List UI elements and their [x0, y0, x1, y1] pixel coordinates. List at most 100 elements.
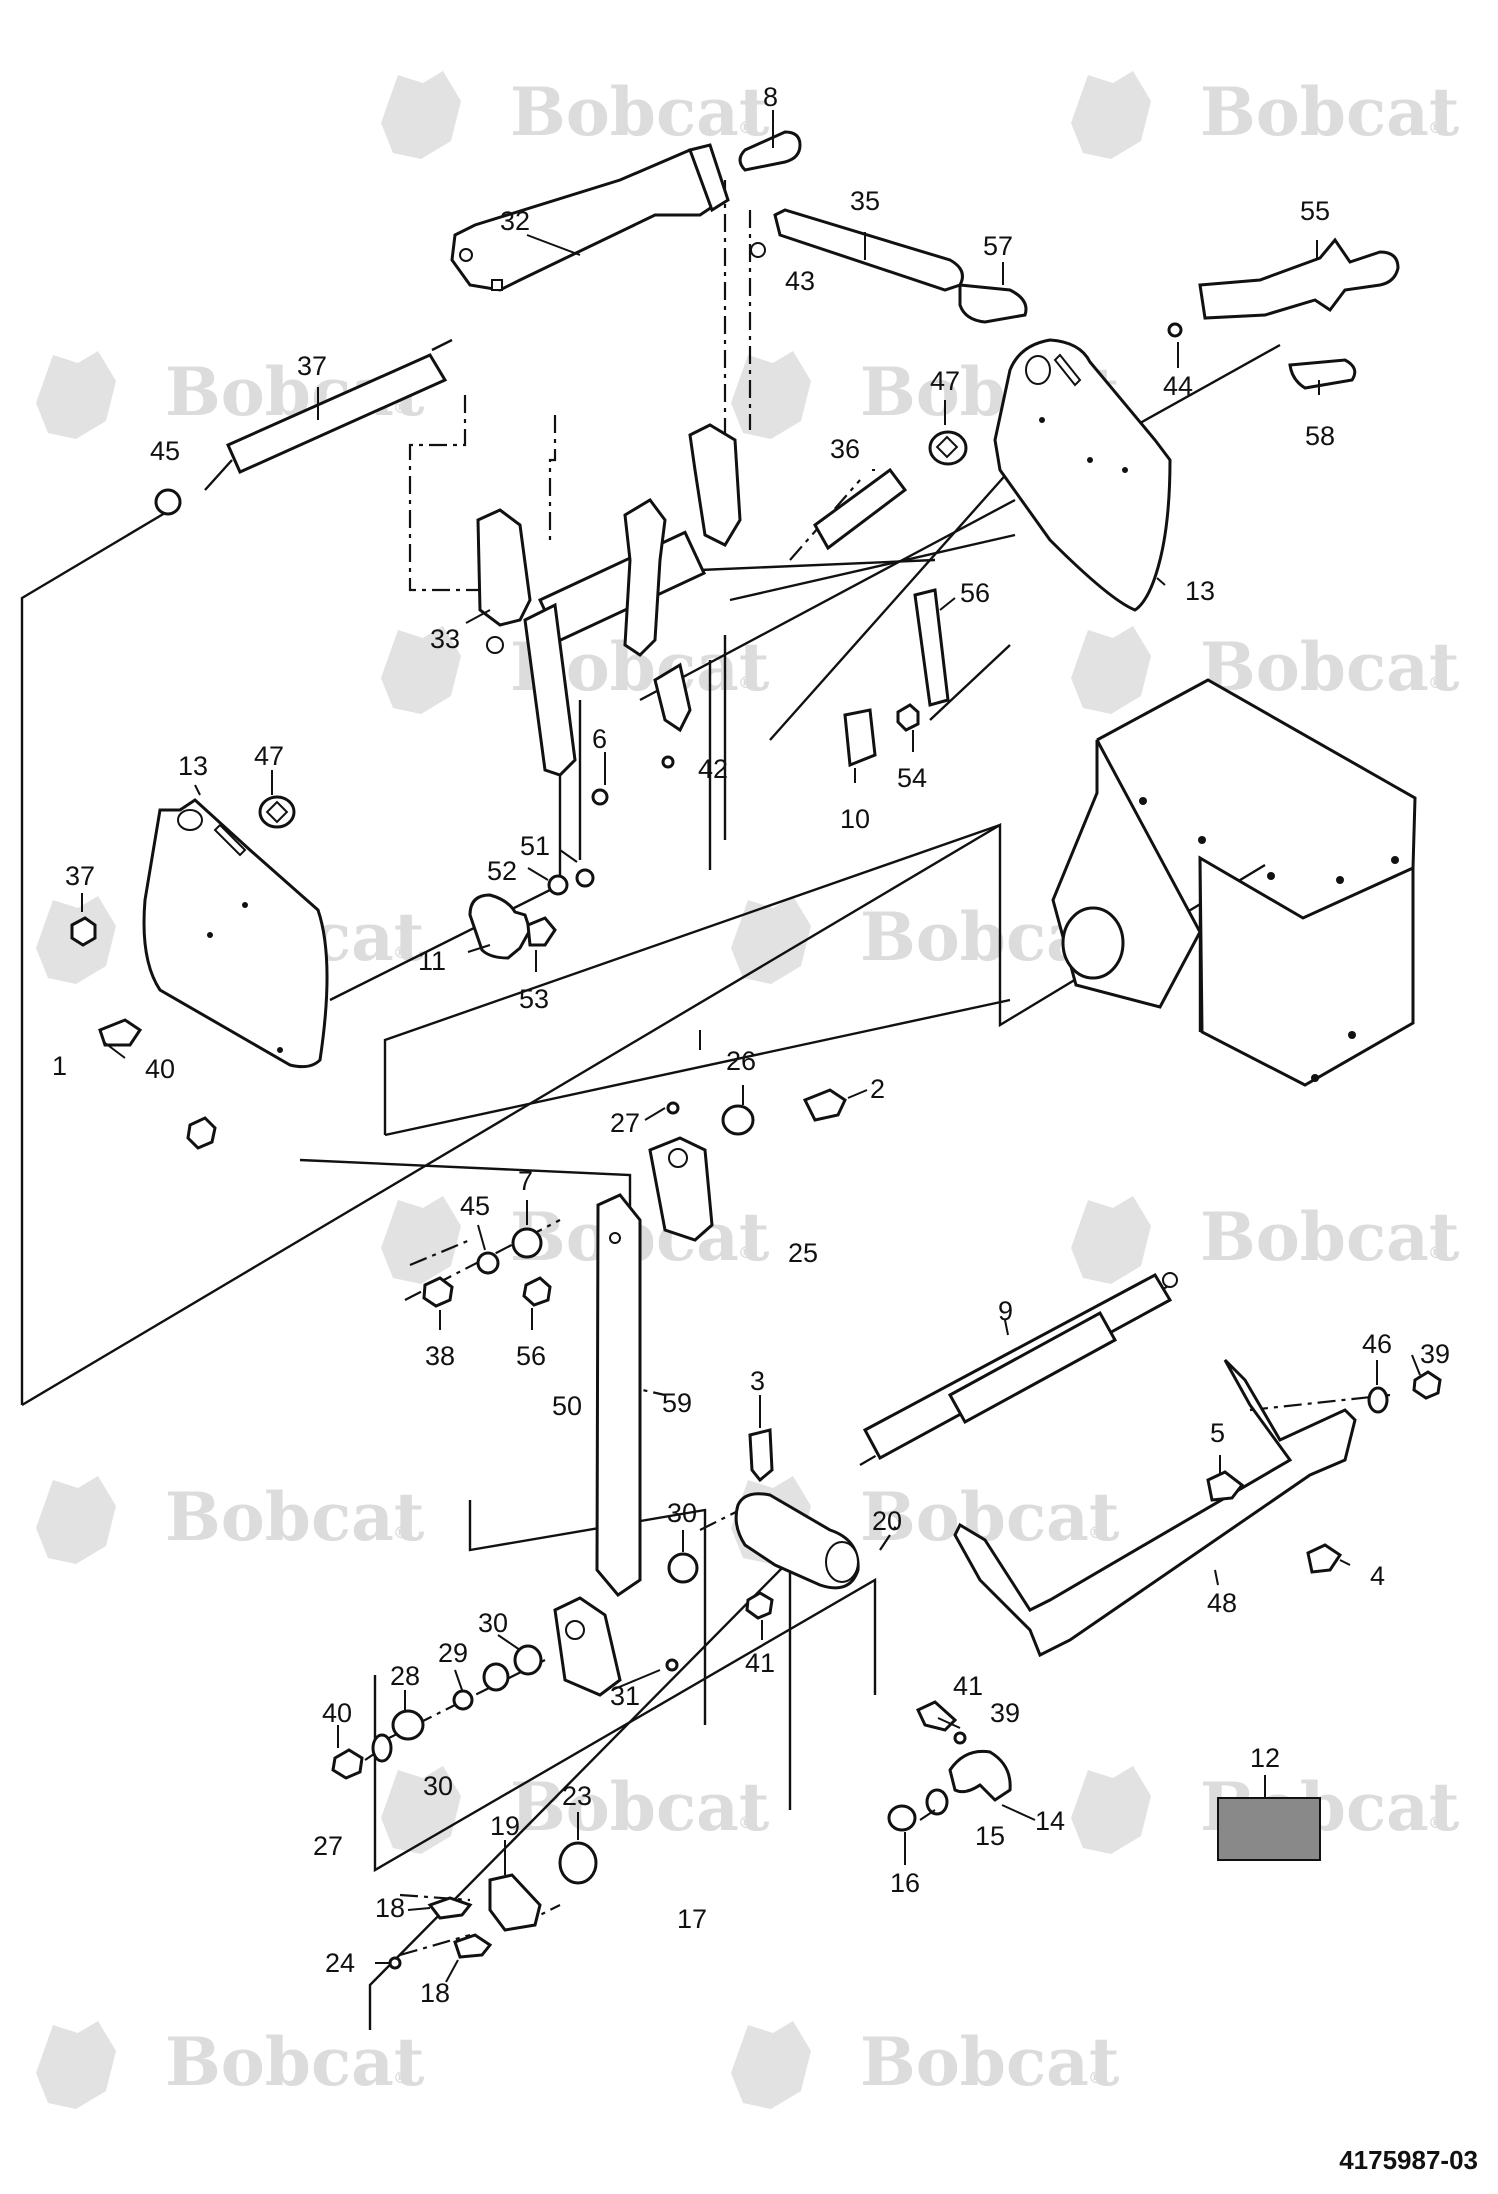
callout-45: 43 — [785, 266, 815, 296]
callout-53: 54 — [897, 763, 927, 793]
callout-20: 20 — [872, 1506, 902, 1536]
callout-13: 13 — [1185, 576, 1215, 606]
part-50-washer — [575, 868, 595, 888]
callout-37: 38 — [425, 1341, 455, 1371]
callout-17: 17 — [677, 1904, 707, 1934]
part-25-fitting — [666, 1101, 680, 1115]
part-48-bracket — [953, 1358, 1357, 1658]
part-53-nut — [896, 703, 920, 732]
callout-16: 16 — [890, 1868, 920, 1898]
part-39-washer — [953, 1731, 967, 1745]
part-22-fitting — [388, 1956, 402, 1970]
callout-26: 27 — [313, 1831, 343, 1861]
callout-27: 28 — [390, 1661, 420, 1691]
callout-45: 44 — [1163, 371, 1193, 401]
callout-57: 57 — [983, 231, 1013, 261]
callout-45: 45 — [150, 436, 180, 466]
callout-42: 40 — [145, 1054, 175, 1084]
part-45-washer — [154, 488, 182, 516]
callout-29: 30 — [478, 1608, 508, 1638]
callout-15: 15 — [975, 1821, 1005, 1851]
callout-54: 55 — [1300, 196, 1330, 226]
callout-9: 9 — [998, 1296, 1013, 1326]
callout-44: 42 — [698, 754, 728, 784]
callout-5: 5 — [1210, 1418, 1225, 1448]
callout-18: 18 — [375, 1893, 405, 1923]
callout-34: 35 — [850, 186, 880, 216]
part-11-knob — [468, 893, 532, 960]
part-12-decal — [1217, 1797, 1321, 1861]
watermark-mark: ® — [1088, 1523, 1104, 1542]
watermark-text: Bobcat — [510, 73, 770, 151]
callout-43: 41 — [745, 1648, 775, 1678]
part-41-bolt — [916, 1700, 958, 1732]
part-18-bolt-2 — [453, 1933, 493, 1959]
part-57-grip — [958, 283, 1028, 324]
callout-31: 31 — [610, 1681, 640, 1711]
callout-46: 46 — [1362, 1329, 1392, 1359]
parts — [70, 130, 1442, 1970]
callout-47: 47 — [930, 366, 960, 396]
watermark-mark: ® — [393, 2068, 409, 2087]
callout-48: 48 — [1207, 1588, 1237, 1618]
part-56-nut — [522, 1276, 552, 1307]
callout-leaders — [81, 110, 1421, 1983]
watermark-mark: ® — [738, 673, 754, 692]
part-49-59-arm — [595, 1193, 642, 1598]
part-27-bushing — [391, 1709, 425, 1741]
callout-2: 2 — [870, 1074, 885, 1104]
part-24-bushing — [721, 1104, 755, 1136]
part-19-block — [488, 1873, 542, 1932]
callout-30: 30 — [423, 1771, 453, 1801]
watermark-text: Bobcat — [1200, 73, 1460, 151]
part-4-bolt — [1306, 1543, 1343, 1574]
part-10-block — [843, 708, 877, 768]
callout-10: 10 — [840, 804, 870, 834]
part-9-cylinder — [862, 1272, 1178, 1461]
watermark-mark: ® — [738, 118, 754, 137]
watermark-mark: ® — [1428, 1813, 1444, 1832]
part-55-tube — [913, 588, 950, 707]
part-18-bolt — [427, 1896, 473, 1920]
part-35-shaft — [813, 467, 908, 551]
callout-14: 14 — [1035, 1806, 1065, 1836]
watermark-text: Bobcat — [510, 1768, 770, 1846]
watermark-text: Bobcat — [165, 1478, 425, 1556]
watermark-mark: ® — [1088, 2068, 1104, 2087]
part-23-bracket — [648, 1136, 714, 1242]
callout-11: 11 — [418, 946, 446, 976]
watermark-text: Bobcat — [860, 2023, 1120, 2101]
watermark-mark: ® — [738, 1813, 754, 1832]
callout-12: 12 — [1250, 1743, 1280, 1773]
callout-55: 56 — [960, 578, 990, 608]
part-29-bushing-2 — [482, 1662, 510, 1692]
callout-13: 13 — [178, 751, 208, 781]
watermark-text: Bobcat — [1200, 1198, 1460, 1276]
callout-58: 58 — [1305, 421, 1335, 451]
callout-52: 53 — [519, 984, 549, 1014]
callout-51: 52 — [487, 856, 517, 886]
part-40-nut — [331, 1748, 364, 1780]
part-36-shaft — [226, 353, 448, 474]
callout-24: 26 — [726, 1046, 756, 1076]
part-7-bushing — [511, 1227, 543, 1259]
callout-1: 1 — [52, 1051, 67, 1081]
callout-labels: 8 32 35 43 57 55 44 58 37 45 47 36 13 56… — [52, 82, 1450, 2008]
part-42-nut — [186, 1116, 217, 1150]
part-33-pivot-assembly — [476, 423, 742, 777]
callout-45: 45 — [460, 1191, 490, 1221]
part-45-washer — [476, 1251, 500, 1275]
callout-38: 39 — [1420, 1339, 1450, 1369]
callout-7: 7 — [518, 1166, 533, 1196]
part-45-washer — [750, 242, 766, 258]
part-5-bolt — [1206, 1470, 1245, 1502]
callout-3: 3 — [750, 1366, 765, 1396]
callout-6: 6 — [592, 724, 607, 754]
callout-21: 23 — [562, 1781, 592, 1811]
callout-19: 19 — [490, 1811, 520, 1841]
part-30-washer-2 — [371, 1733, 393, 1763]
part-15-nut — [925, 1788, 949, 1816]
watermark-text: Bobcat — [165, 2023, 425, 2101]
